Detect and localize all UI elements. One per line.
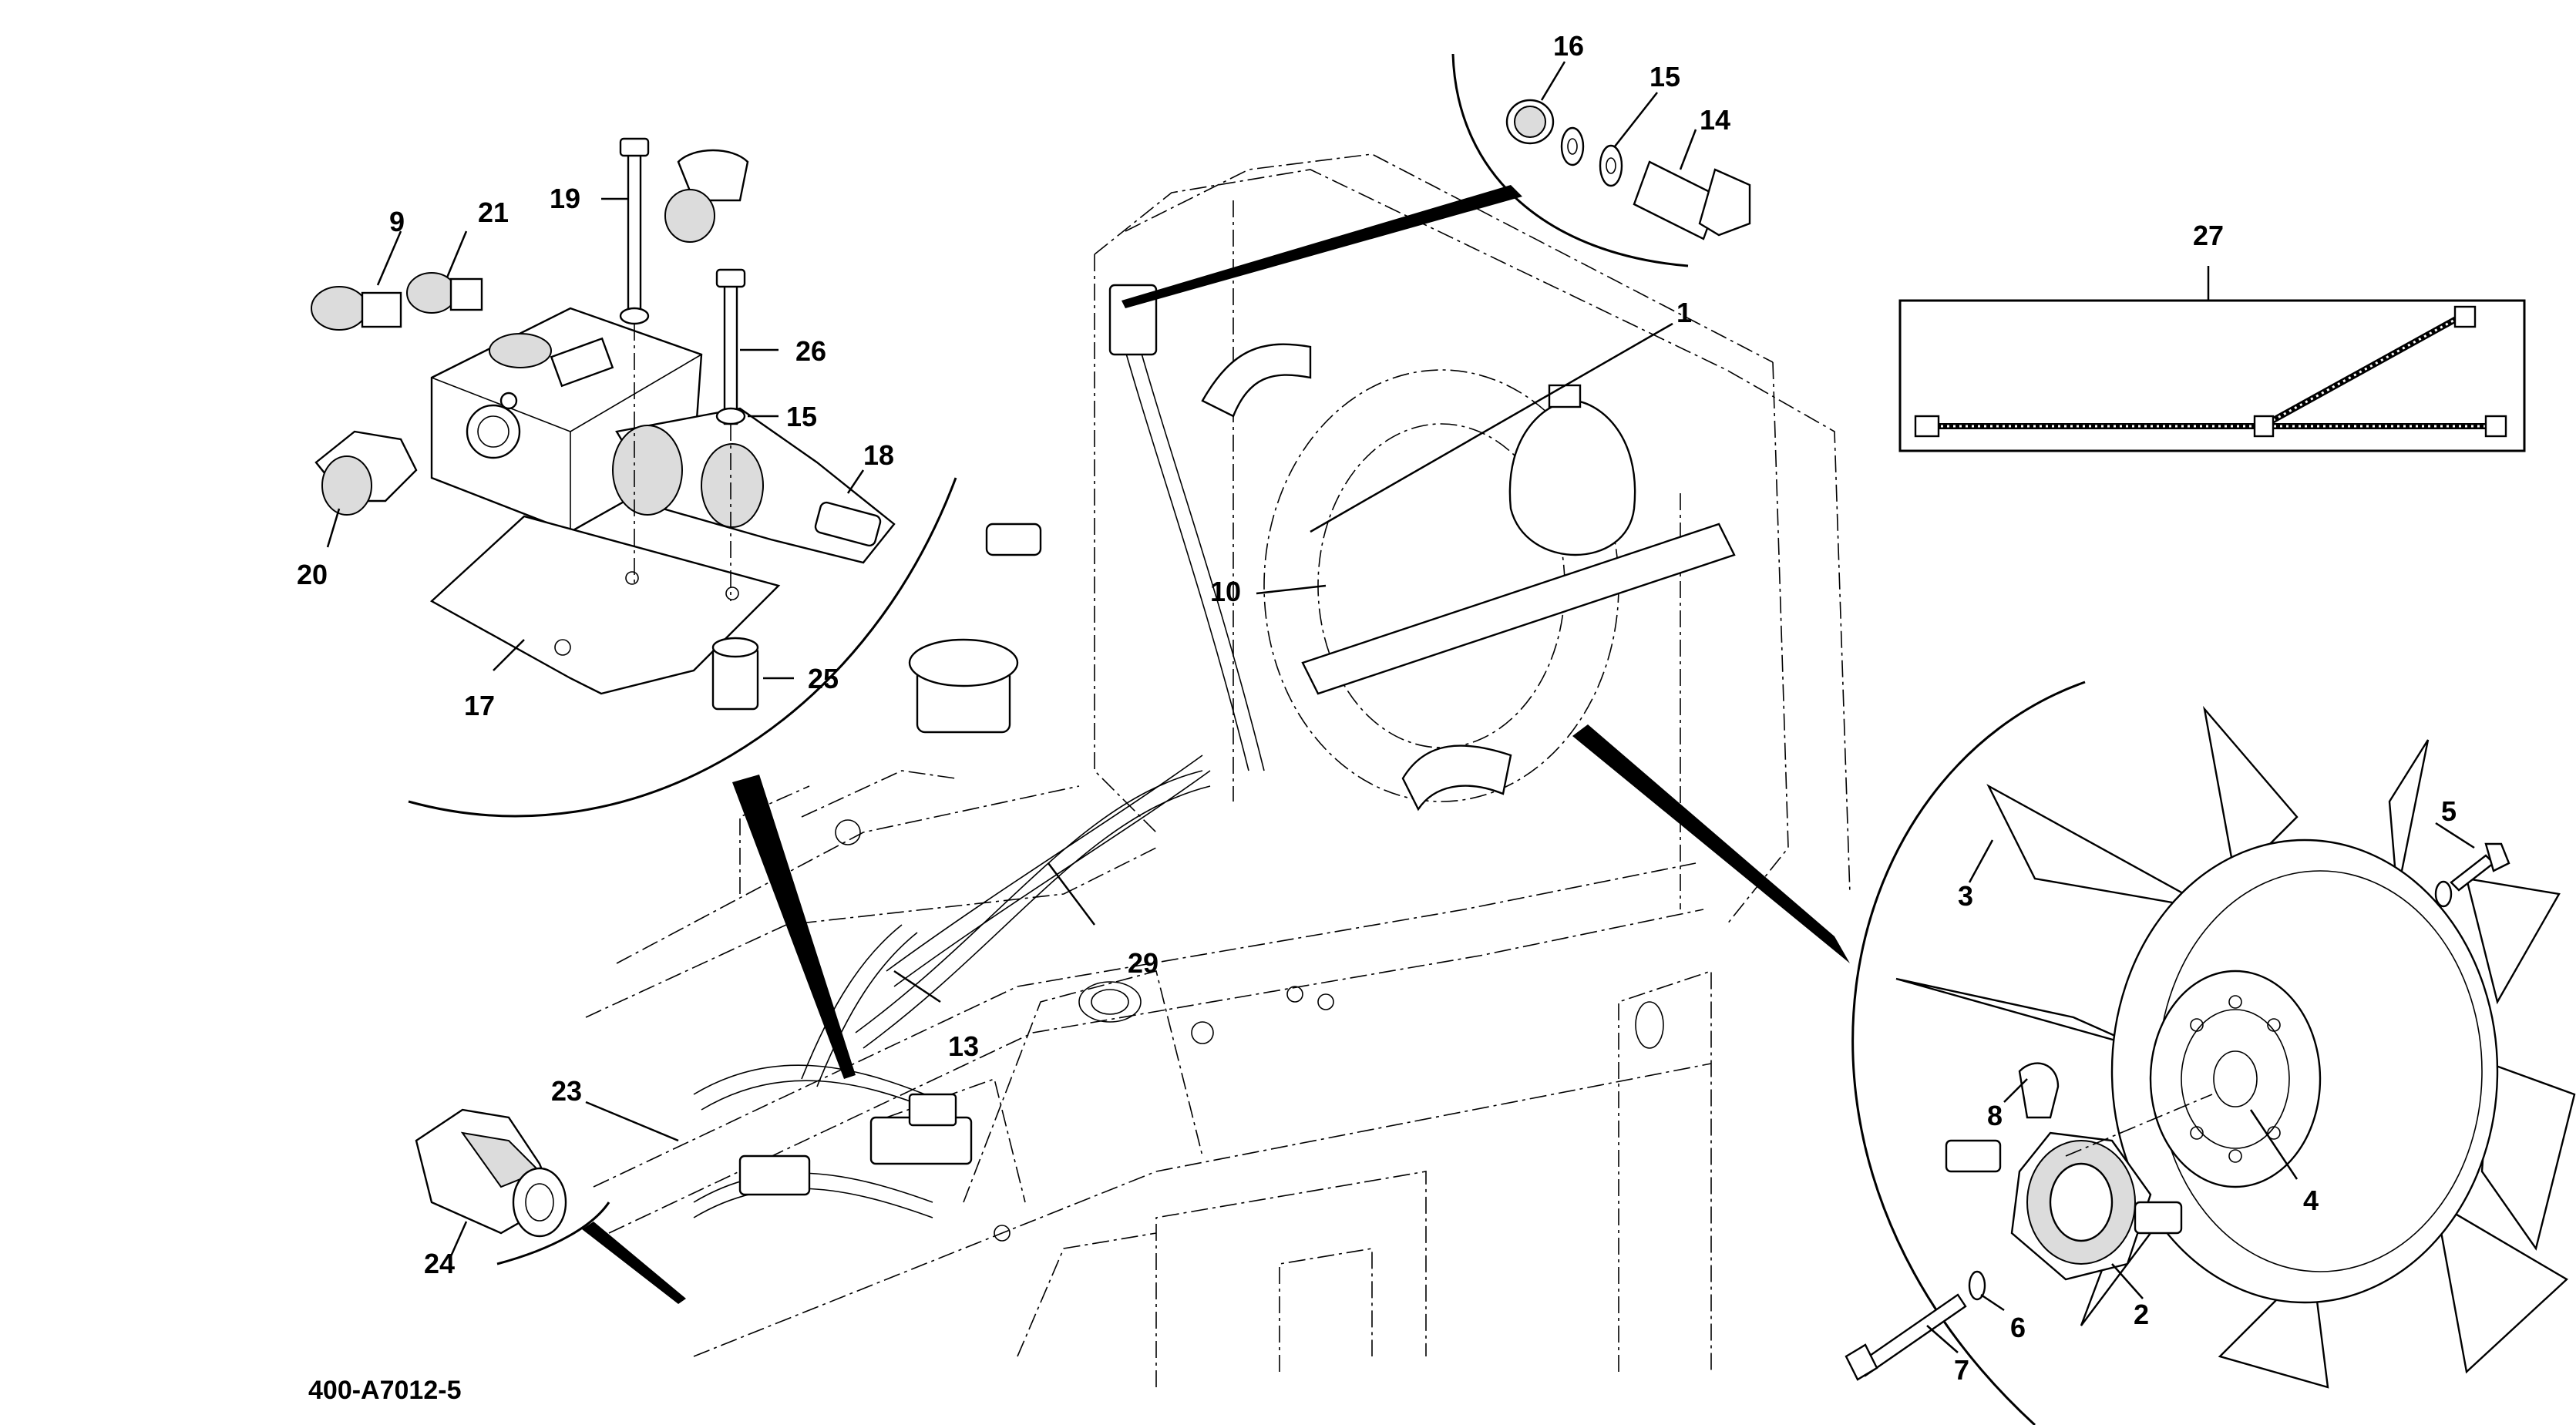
callout-8: 8	[1987, 1100, 2003, 1131]
callout-20: 20	[297, 559, 328, 590]
callout-labels: 1 2 3 4 5 6 7 8 9 10 13 14 15 15 16 17 1…	[297, 30, 2457, 1386]
detail-pointer-fan	[1572, 724, 1850, 963]
machine-chassis	[585, 153, 1851, 1387]
detail-pointer-fasteners	[1122, 185, 1522, 308]
detail-boundary-cartridge	[496, 1202, 610, 1265]
detail-boundary-fasteners	[1451, 53, 1689, 267]
callout-27: 27	[2193, 220, 2224, 251]
callout-3: 3	[1958, 880, 1973, 912]
callout-29: 29	[1128, 947, 1159, 979]
callout-21: 21	[478, 197, 509, 228]
wiring-harness-detail	[1898, 266, 2526, 452]
callout-24: 24	[424, 1248, 455, 1279]
callout-25: 25	[808, 663, 839, 694]
callout-2: 2	[2134, 1299, 2149, 1330]
callout-14: 14	[1700, 104, 1730, 136]
callout-19: 19	[550, 183, 580, 214]
callout-10: 10	[1210, 576, 1241, 607]
detail-boundary-valve-block	[408, 477, 957, 818]
callout-7: 7	[1954, 1354, 1969, 1386]
callout-17: 17	[464, 690, 495, 721]
fastener-detail	[1122, 53, 1751, 308]
callout-13: 13	[948, 1030, 979, 1062]
callout-6: 6	[2010, 1312, 2026, 1343]
callout-16: 16	[1553, 30, 1584, 62]
valve-block-detail	[311, 137, 957, 1079]
callout-5: 5	[2441, 795, 2457, 827]
detail-pointer-cartridge	[582, 1222, 686, 1304]
drawing-reference-code: 400-A7012-5	[308, 1376, 461, 1405]
callout-9: 9	[389, 206, 405, 237]
callout-23: 23	[551, 1075, 582, 1107]
fan-pump-detail	[1572, 681, 2576, 1425]
callout-1: 1	[1676, 297, 1692, 328]
callout-4: 4	[2303, 1185, 2319, 1216]
detail-boundary-fan	[1851, 681, 2086, 1425]
callout-18: 18	[863, 439, 894, 471]
callout-26: 26	[795, 335, 826, 367]
detail-pointer-valve-block	[732, 775, 856, 1079]
main-leader-lines	[585, 322, 1673, 1142]
callout-15b: 15	[786, 401, 817, 432]
callout-15a: 15	[1650, 61, 1680, 92]
cartridge-detail	[415, 1108, 686, 1304]
harness-box	[1898, 299, 2526, 452]
